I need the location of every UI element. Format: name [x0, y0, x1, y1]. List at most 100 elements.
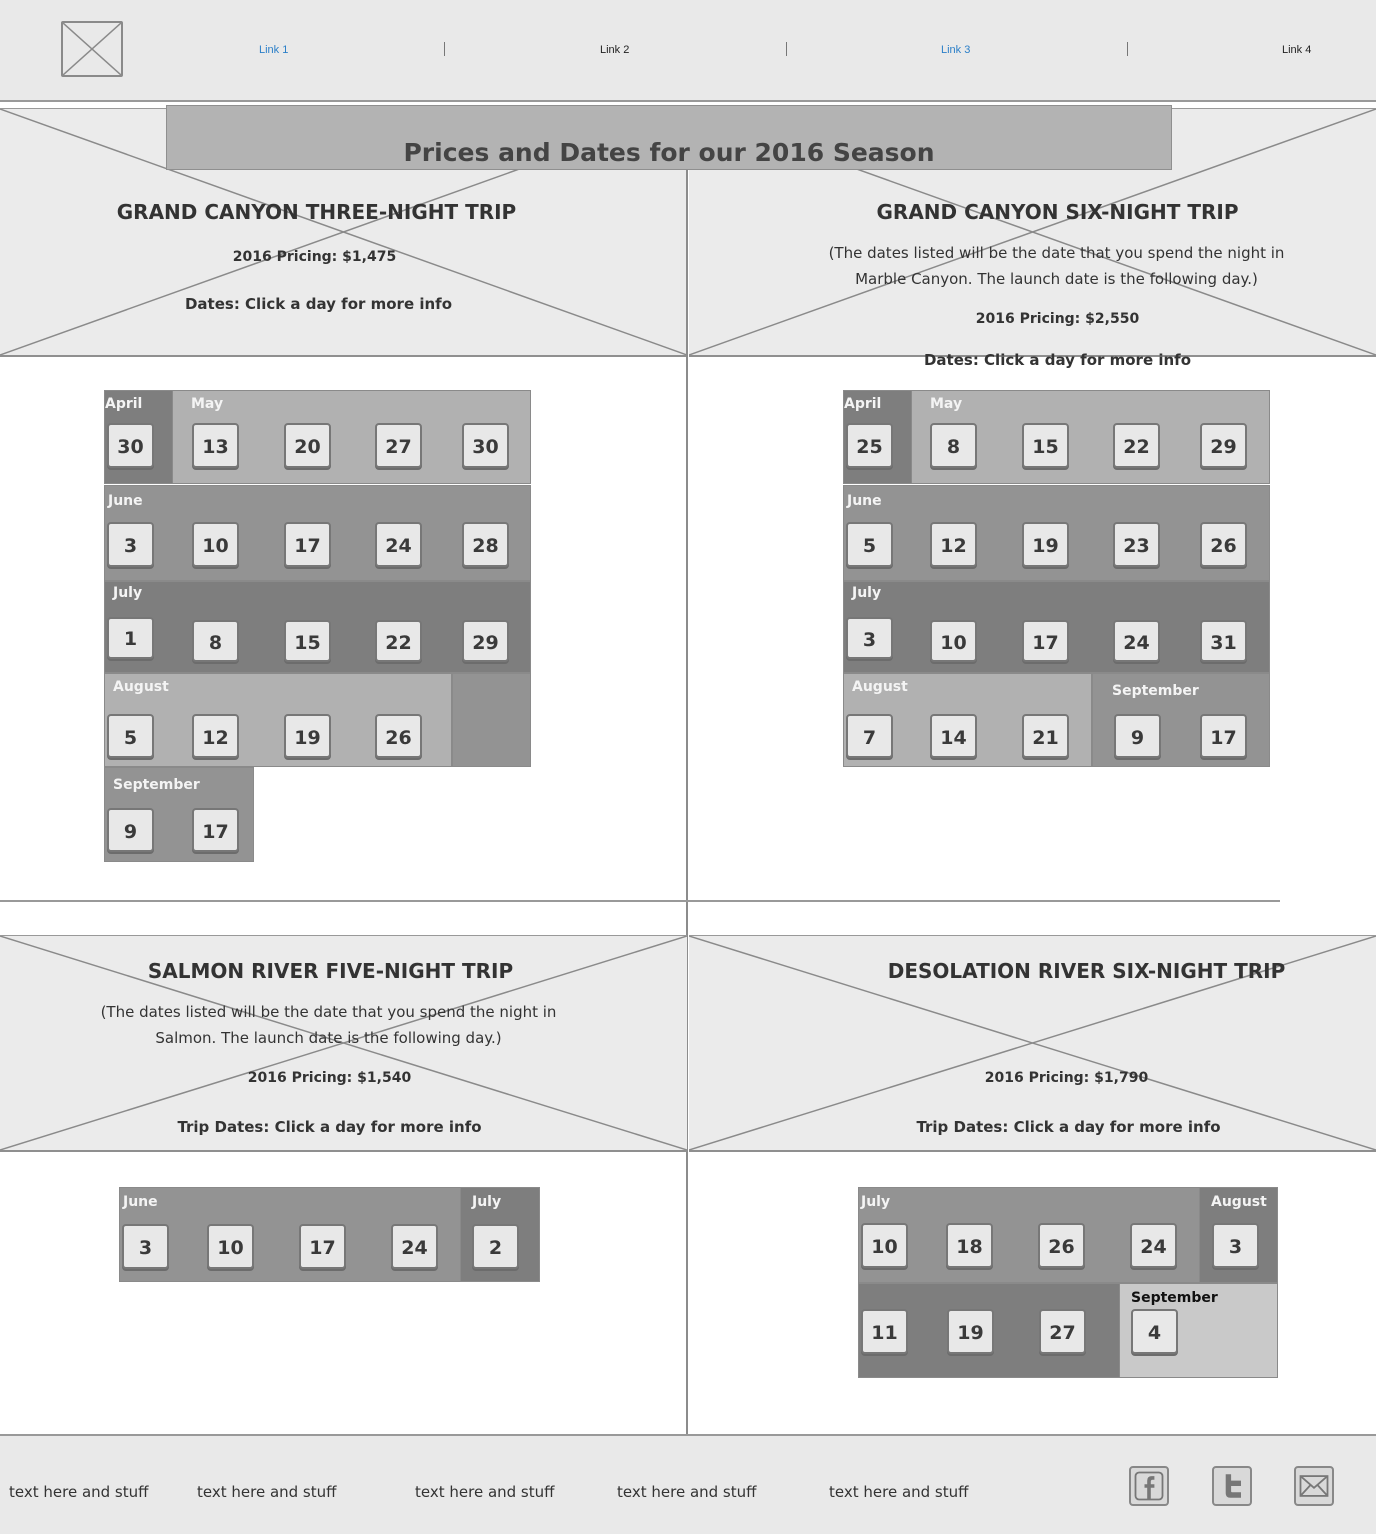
day-button[interactable]: 31 [1200, 620, 1247, 662]
day-button[interactable]: 30 [107, 423, 154, 468]
month-block-june: June 3 10 17 24 [119, 1187, 461, 1282]
month-block-july: July 3 10 17 24 31 [843, 581, 1270, 673]
nav-link-2[interactable]: Link 2 [600, 44, 630, 56]
month-label: September [1131, 1290, 1218, 1306]
day-button[interactable]: 10 [930, 620, 977, 662]
day-button[interactable]: 22 [1113, 423, 1160, 468]
day-button[interactable]: 8 [930, 423, 977, 468]
month-block-july: July 1 8 15 22 29 [104, 581, 531, 673]
month-block-may: May 8 15 22 29 [911, 390, 1270, 484]
day-button[interactable]: 24 [391, 1224, 438, 1269]
image-placeholder-icon [63, 23, 121, 75]
day-button[interactable]: 12 [930, 522, 977, 567]
day-button[interactable]: 15 [284, 620, 331, 662]
month-label: May [191, 396, 224, 412]
day-button[interactable]: 11 [861, 1309, 908, 1354]
month-label: September [113, 777, 200, 793]
day-button[interactable]: 3 [846, 617, 893, 659]
day-button[interactable]: 10 [192, 522, 239, 567]
twitter-icon[interactable] [1212, 1466, 1252, 1506]
month-block-april: April 25 [843, 390, 913, 484]
day-button[interactable]: 30 [462, 423, 509, 468]
nav-link-3[interactable]: Link 3 [941, 44, 971, 56]
day-button[interactable]: 13 [192, 423, 239, 468]
trip-title: GRAND CANYON SIX-NIGHT TRIP [876, 200, 1239, 224]
day-button[interactable]: 23 [1113, 522, 1160, 567]
day-button[interactable]: 26 [1038, 1223, 1085, 1268]
trip-pricing: 2016 Pricing: $1,790 [984, 1070, 1149, 1086]
nav-separator [786, 42, 787, 56]
month-block-august-cont: 11 19 27 [858, 1283, 1120, 1378]
day-button[interactable]: 24 [1113, 620, 1160, 662]
day-button[interactable]: 22 [375, 620, 422, 662]
day-button[interactable]: 28 [462, 522, 509, 567]
day-button[interactable]: 9 [1114, 714, 1161, 758]
month-label: August [1211, 1194, 1267, 1210]
month-label: April [844, 396, 882, 412]
day-button[interactable]: 26 [375, 714, 422, 758]
day-button[interactable]: 4 [1131, 1309, 1178, 1354]
day-button[interactable]: 25 [846, 423, 893, 468]
day-button[interactable]: 19 [284, 714, 331, 758]
day-button[interactable]: 10 [861, 1223, 908, 1268]
day-button[interactable]: 2 [472, 1224, 519, 1269]
day-button[interactable]: 8 [192, 620, 239, 662]
day-button[interactable]: 7 [846, 714, 893, 758]
day-button[interactable]: 1 [107, 617, 154, 659]
logo-placeholder[interactable] [61, 21, 123, 77]
day-button[interactable]: 21 [1022, 714, 1069, 758]
day-button[interactable]: 27 [1039, 1309, 1086, 1354]
page-title: Prices and Dates for our 2016 Season [403, 138, 935, 167]
day-button[interactable]: 3 [107, 522, 154, 567]
day-button[interactable]: 26 [1200, 522, 1247, 567]
day-button[interactable]: 17 [1200, 714, 1247, 758]
trip-dates-label: Dates: Click a day for more info [923, 351, 1192, 369]
day-button[interactable]: 29 [462, 620, 509, 662]
day-button[interactable]: 17 [299, 1224, 346, 1269]
day-button[interactable]: 19 [1022, 522, 1069, 567]
day-button[interactable]: 14 [930, 714, 977, 758]
image-placeholder-icon [0, 936, 687, 1150]
month-label: July [113, 585, 143, 601]
trip-note-line-2: Salmon. The launch date is the following… [155, 1029, 502, 1047]
month-block-april: April 30 [104, 390, 174, 484]
trip-panel-desolation: DESOLATION RIVER SIX-NIGHT TRIP 2016 Pri… [689, 935, 1376, 1152]
day-button[interactable]: 10 [207, 1224, 254, 1269]
day-button[interactable]: 19 [947, 1309, 994, 1354]
day-button[interactable]: 24 [1130, 1223, 1177, 1268]
day-button[interactable]: 17 [192, 808, 239, 852]
day-button[interactable]: 29 [1200, 423, 1247, 468]
day-button[interactable]: 3 [1212, 1223, 1259, 1268]
nav-link-4[interactable]: Link 4 [1282, 44, 1312, 56]
day-button[interactable]: 24 [375, 522, 422, 567]
day-button[interactable]: 12 [192, 714, 239, 758]
footer-text-4: text here and stuff [617, 1483, 757, 1501]
facebook-icon[interactable] [1129, 1466, 1169, 1506]
image-placeholder-icon [689, 936, 1376, 1150]
month-label: July [861, 1194, 891, 1210]
day-button[interactable]: 20 [284, 423, 331, 468]
column-divider [686, 170, 688, 1434]
day-button[interactable]: 17 [1022, 620, 1069, 662]
footer-text-5: text here and stuff [829, 1483, 969, 1501]
month-label: July [852, 585, 882, 601]
day-button[interactable]: 17 [284, 522, 331, 567]
month-label: June [108, 493, 143, 509]
email-icon[interactable] [1294, 1466, 1334, 1506]
trip-title: GRAND CANYON THREE-NIGHT TRIP [116, 200, 517, 224]
nav-separator [444, 42, 445, 56]
footer-text-1: text here and stuff [9, 1483, 149, 1501]
month-block-august: August 3 [1199, 1187, 1278, 1283]
day-button[interactable]: 27 [375, 423, 422, 468]
day-button[interactable]: 3 [122, 1224, 169, 1269]
month-label: August [113, 679, 169, 695]
nav-link-1[interactable]: Link 1 [259, 44, 289, 56]
month-label: June [123, 1194, 158, 1210]
day-button[interactable]: 9 [107, 808, 154, 852]
day-button[interactable]: 15 [1022, 423, 1069, 468]
month-block-september: September 9 17 [1092, 673, 1270, 767]
day-button[interactable]: 5 [846, 522, 893, 567]
month-block-september: September 9 17 [104, 767, 254, 862]
day-button[interactable]: 5 [107, 714, 154, 758]
day-button[interactable]: 18 [946, 1223, 993, 1268]
